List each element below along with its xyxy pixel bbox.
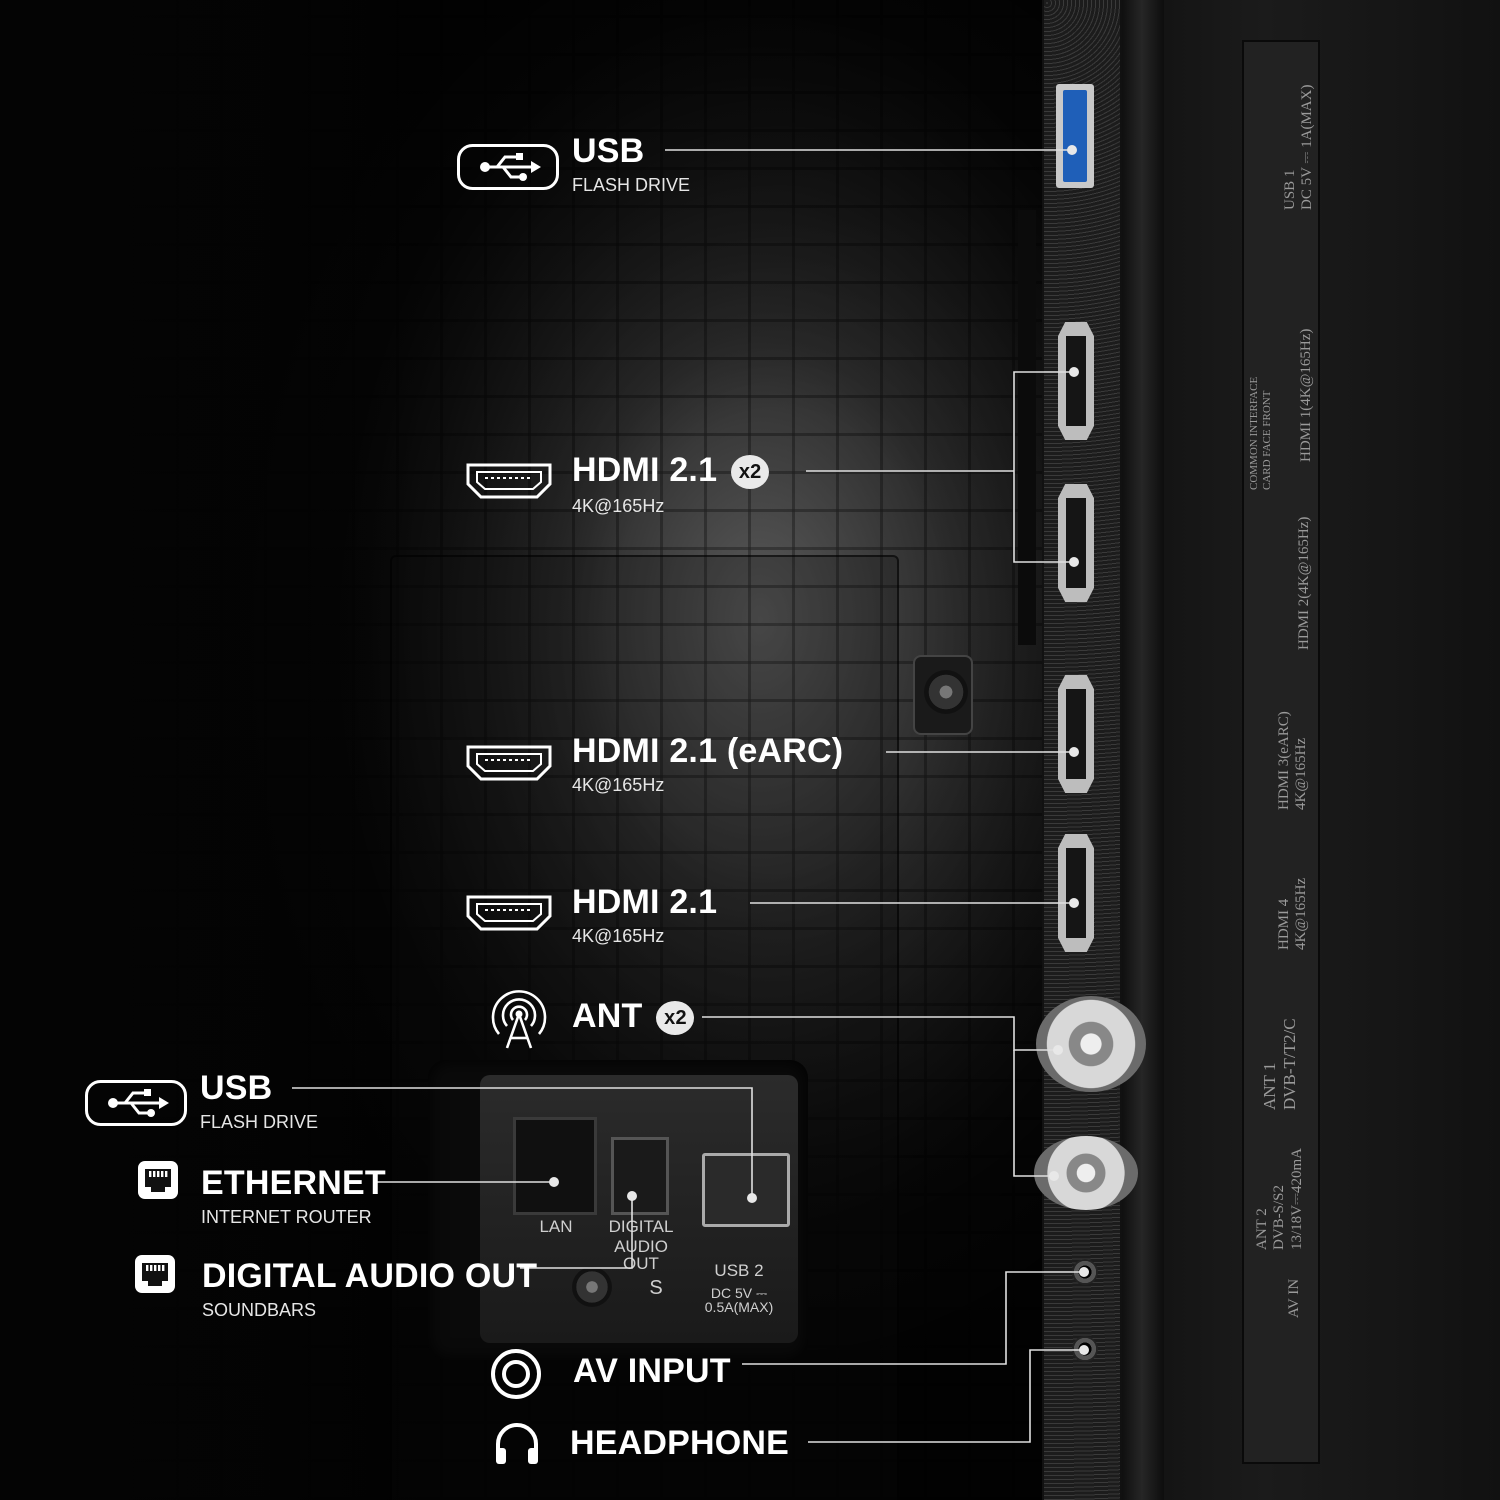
hdmi3-port <box>1058 675 1094 793</box>
rca-icon <box>490 1348 542 1404</box>
callout-title: USB <box>200 1069 273 1107</box>
antenna-icon <box>489 988 549 1054</box>
callout-subtitle: FLASH DRIVE <box>200 1112 319 1132</box>
usb2-label: USB 2 <box>714 1261 764 1280</box>
ant1-side-label: ANT 1 DVB-T/T2/C <box>1260 1018 1299 1110</box>
s-mark: S <box>649 1277 663 1299</box>
callout-subtitle: 4K@165Hz <box>572 926 665 946</box>
callout-subtitle: SOUNDBARS <box>202 1300 317 1320</box>
hdmi2-port <box>1058 484 1094 602</box>
side-rail <box>1120 0 1164 1500</box>
count-badge: x2 <box>656 1001 695 1036</box>
hdmi4-port <box>1058 834 1094 952</box>
ethernet-icon <box>133 1253 177 1299</box>
hdmi-icon <box>465 462 553 504</box>
callout-subtitle: INTERNET ROUTER <box>201 1207 372 1227</box>
callout-av-input: AV INPUT <box>573 1354 731 1388</box>
usb2-port <box>702 1153 790 1227</box>
callout-hdmi-x2: HDMI 2.1 x2 4K@165Hz <box>572 451 770 517</box>
callout-hdmi-earc: HDMI 2.1 (eARC) 4K@165Hz <box>572 734 843 794</box>
hdmi-icon <box>465 744 553 786</box>
callout-subtitle: 4K@165Hz <box>572 775 665 795</box>
side-label-plate <box>1242 40 1320 1464</box>
usb2-power-label: DC 5V ⎓ 0.5A(MAX) <box>704 1285 774 1315</box>
side-back-panel <box>1164 0 1500 1500</box>
left-shadow <box>0 0 420 1500</box>
callout-title: HDMI 2.1 <box>572 451 718 489</box>
lan-label: LAN <box>539 1217 573 1236</box>
ci-card-slot <box>1018 210 1036 645</box>
digital-audio-label-1: DIGITAL <box>608 1217 674 1236</box>
usb1-port <box>1056 84 1094 188</box>
ethernet-icon <box>136 1159 180 1205</box>
hdmi2-side-label: HDMI 2(4K@165Hz) <box>1296 516 1312 650</box>
ant1-port <box>1036 996 1146 1092</box>
callout-title: ETHERNET <box>201 1164 386 1202</box>
headphone-jack <box>1072 1336 1098 1362</box>
hdmi1-port <box>1058 322 1094 440</box>
mount-screw <box>924 670 968 714</box>
optical-port <box>611 1137 669 1215</box>
headphone-icon <box>492 1418 542 1472</box>
hdmi-icon <box>465 894 553 936</box>
callout-title: HDMI 2.1 (eARC) <box>572 732 844 770</box>
callout-usb-top: USB FLASH DRIVE <box>572 134 690 194</box>
callout-usb-low: USB FLASH DRIVE <box>200 1071 318 1131</box>
ci-side-label: COMMON INTERFACE CARD FACE FRONT <box>1248 376 1273 490</box>
lan-port <box>513 1117 597 1215</box>
callout-subtitle: 4K@165Hz <box>572 496 665 517</box>
digital-audio-label-2: AUDIO OUT <box>614 1237 668 1273</box>
callout-hdmi: HDMI 2.1 4K@165Hz <box>572 885 717 945</box>
callout-ethernet: ETHERNET INTERNET ROUTER <box>201 1166 386 1226</box>
usb1-side-label: USB 1 DC 5V ⎓ 1A(MAX) <box>1282 84 1316 210</box>
callout-title: AV INPUT <box>573 1352 731 1390</box>
bay-screw <box>572 1267 612 1307</box>
callout-headphone: HEADPHONE <box>570 1426 789 1460</box>
hdmi3-side-label: HDMI 3(eARC) 4K@165Hz <box>1276 711 1310 810</box>
hdmi4-side-label: HDMI 4 4K@165Hz <box>1276 877 1310 950</box>
ant2-port <box>1034 1136 1138 1210</box>
callout-title: HEADPHONE <box>570 1424 790 1462</box>
callout-title: HDMI 2.1 <box>572 883 718 921</box>
av-in-side-label: AV IN <box>1286 1278 1302 1318</box>
usb-icon <box>85 1080 187 1130</box>
callout-title: USB <box>572 132 645 170</box>
ant2-side-label: ANT 2 DVB-S/S2 13/18V⎓420mA <box>1254 1148 1305 1250</box>
count-badge: x2 <box>731 455 770 490</box>
callout-ant: ANT x2 <box>572 997 695 1036</box>
usb-icon <box>457 144 559 194</box>
callout-digital-audio: DIGITAL AUDIO OUT SOUNDBARS <box>202 1259 537 1319</box>
callout-title: ANT <box>572 997 643 1035</box>
hdmi1-side-label: HDMI 1(4K@165Hz) <box>1298 328 1314 462</box>
av-in-jack <box>1072 1259 1098 1285</box>
callout-title: DIGITAL AUDIO OUT <box>202 1257 538 1295</box>
callout-subtitle: FLASH DRIVE <box>572 175 691 195</box>
